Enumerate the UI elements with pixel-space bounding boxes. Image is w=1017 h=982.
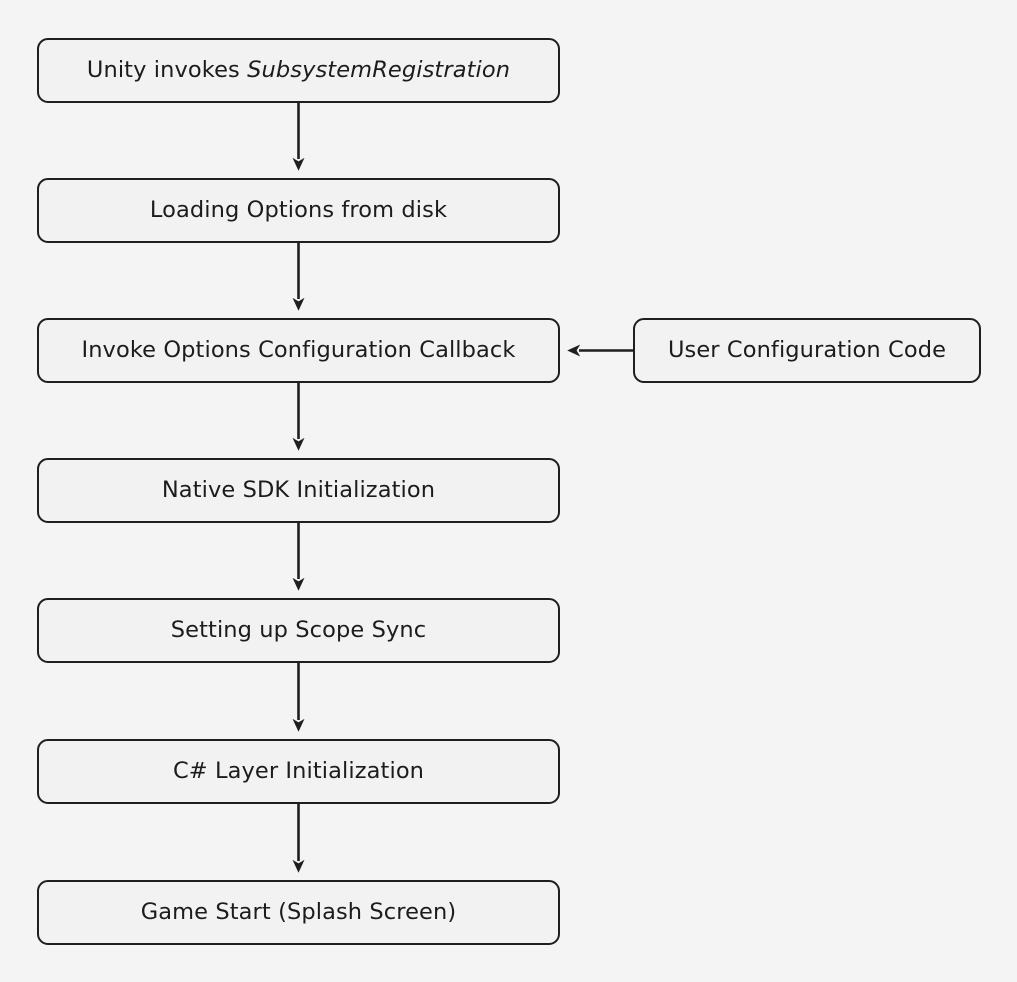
- node-invoke-options-callback[interactable]: Invoke Options Configuration Callback: [37, 318, 560, 383]
- node-label: Loading Options from disk: [149, 196, 448, 223]
- node-label: User Configuration Code: [667, 336, 947, 363]
- node-user-configuration-code[interactable]: User Configuration Code: [633, 318, 981, 383]
- node-label: Invoke Options Configuration Callback: [81, 336, 516, 363]
- node-label: Game Start (Splash Screen): [140, 898, 457, 925]
- node-label: C# Layer Initialization: [172, 757, 425, 784]
- node-label: Unity invokes SubsystemRegistration: [73, 56, 524, 84]
- node-native-sdk-init[interactable]: Native SDK Initialization: [37, 458, 560, 523]
- node-scope-sync[interactable]: Setting up Scope Sync: [37, 598, 560, 663]
- node-csharp-layer-init[interactable]: C# Layer Initialization: [37, 739, 560, 804]
- node-label: Setting up Scope Sync: [170, 616, 427, 643]
- node-label: Native SDK Initialization: [161, 476, 436, 503]
- node-game-start[interactable]: Game Start (Splash Screen): [37, 880, 560, 945]
- node-subsystem-registration[interactable]: Unity invokes SubsystemRegistration: [37, 38, 560, 103]
- node-label-emphasis: SubsystemRegistration: [247, 56, 511, 83]
- node-label-prefix: Unity invokes: [86, 56, 248, 83]
- node-loading-options[interactable]: Loading Options from disk: [37, 178, 560, 243]
